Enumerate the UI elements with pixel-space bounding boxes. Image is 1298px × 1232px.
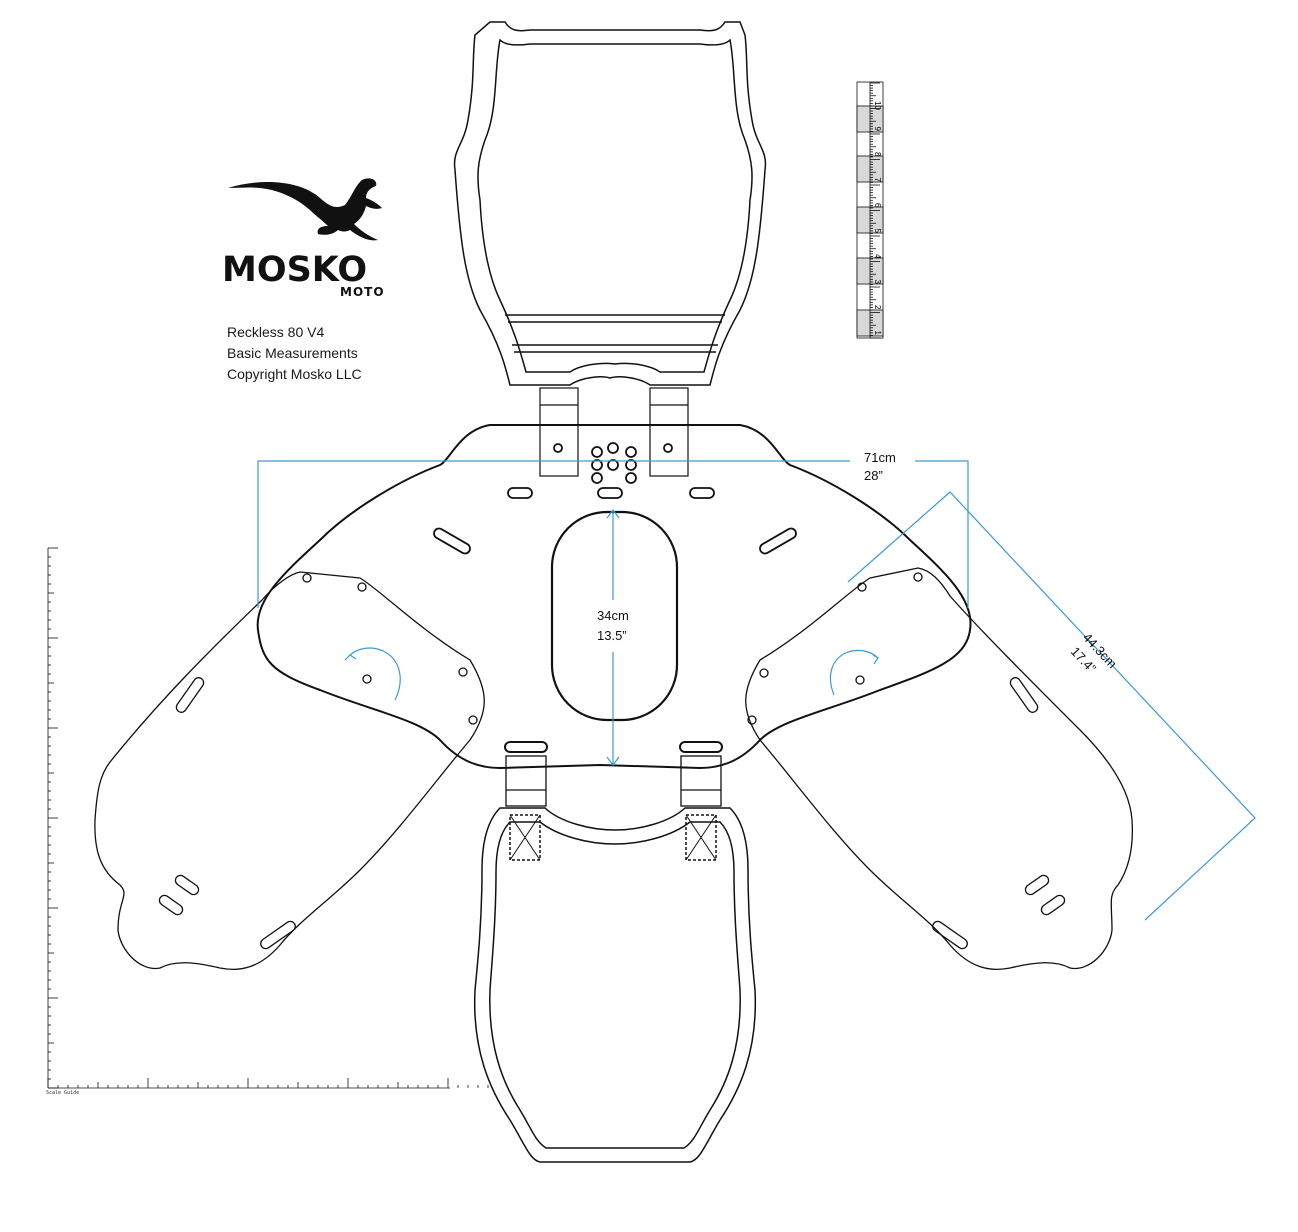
ruler-number: 6: [873, 203, 882, 208]
ruler-number: 8: [873, 152, 882, 157]
top-bag-outline: [453, 21, 767, 386]
ruler-number: 2: [873, 305, 882, 310]
lizard-logo-icon: [228, 178, 382, 241]
brand-submark: MOTO: [340, 285, 385, 299]
upper-straps: [539, 387, 689, 477]
product-info: Reckless 80 V4 Basic Measurements Copyri…: [227, 322, 362, 385]
dimension-lines: [257, 460, 1256, 921]
left-side-panel: [94, 571, 485, 971]
copyright-text: Copyright Mosko LLC: [227, 366, 362, 382]
product-name: Reckless 80 V4: [227, 324, 325, 340]
product-subtitle: Basic Measurements: [227, 345, 358, 361]
ruler-number: 4: [873, 254, 882, 259]
brand-wordmark: MOSKO: [222, 250, 368, 290]
depth-cm-label: 34cm: [597, 608, 629, 623]
ruler-number: 10: [873, 101, 882, 110]
scale-guide: [47, 547, 489, 1089]
ruler-number: 1: [873, 331, 882, 336]
ruler-number: 3: [873, 280, 882, 285]
ruler-numbers: 1 2 3 4 5 6 7 8 9 10: [873, 101, 882, 336]
base-panel-holes: [433, 442, 797, 722]
ruler-number: 5: [873, 229, 882, 234]
width-in-label: 28”: [864, 468, 883, 483]
vertical-ruler: [856, 81, 884, 339]
bottom-bag-outline: [473, 807, 757, 1163]
right-side-panel: [745, 567, 1134, 971]
ruler-number: 7: [873, 178, 882, 183]
depth-in-label: 13.5”: [597, 628, 627, 643]
lower-straps: [504, 741, 723, 807]
width-cm-label: 71cm: [864, 450, 896, 465]
ruler-number: 9: [873, 127, 882, 132]
scale-guide-label: Scale Guide: [46, 1090, 80, 1096]
base-panel-outline: [256, 424, 972, 770]
